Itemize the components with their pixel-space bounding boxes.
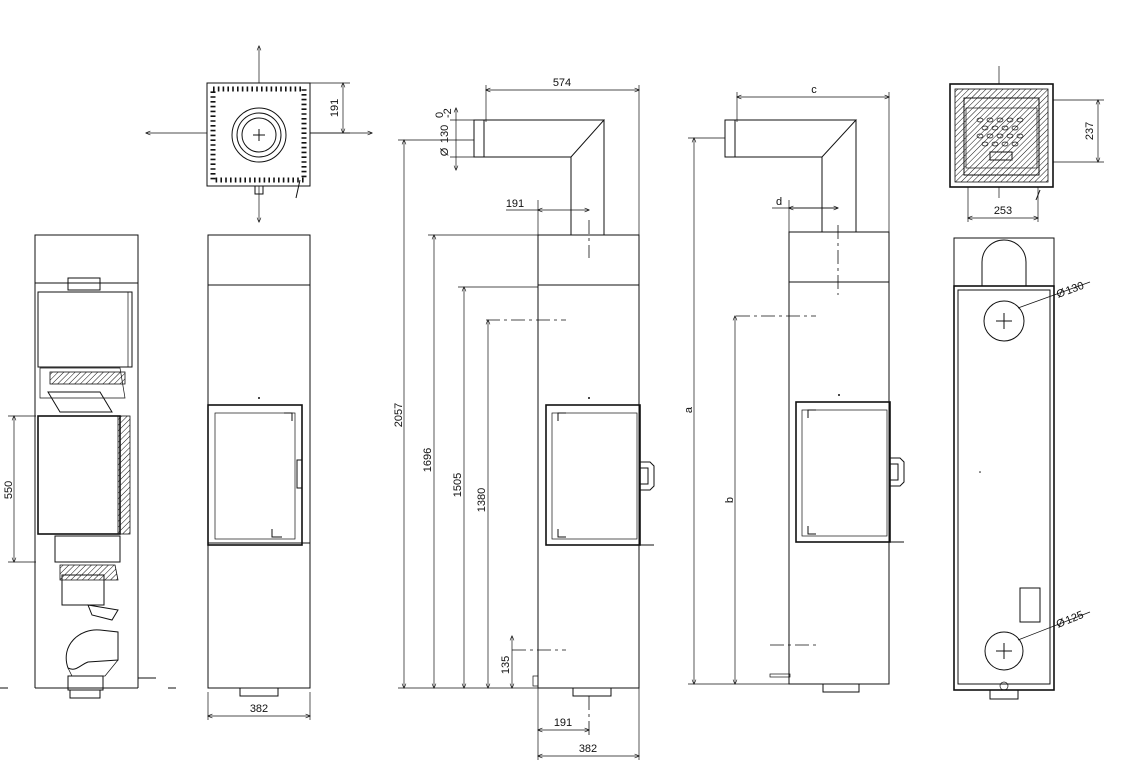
dim-rear-outlet-height: 1505 [452, 473, 464, 497]
dim-door-height: 550 [3, 481, 15, 499]
back-top-view: 237 253 [949, 66, 1104, 222]
dim-base-width: 382 [250, 703, 268, 715]
svg-text:-2: -2 [442, 108, 454, 118]
dim-pipe-axis-height: 1380 [476, 488, 488, 512]
svg-text:130: 130 [439, 125, 451, 143]
var-b: b [724, 497, 736, 503]
dim-air-inlet-height: 135 [500, 656, 512, 674]
svg-text:125: 125 [1064, 609, 1086, 627]
var-d: d [776, 196, 782, 208]
dim-bottom-offset: 191 [554, 717, 572, 729]
label-rear-outlet-diameter: Ø 130 [1055, 280, 1086, 301]
side-view-dimensioned: 574 Ø 130 0 -2 191 2057 1696 1505 1380 1… [393, 77, 655, 760]
rear-outlet-circle [983, 300, 1025, 342]
svg-text:0: 0 [434, 112, 446, 118]
label-air-inlet-diameter: Ø 125 [1055, 609, 1086, 631]
svg-text:Ø: Ø [439, 147, 451, 156]
grate-holes [976, 117, 1024, 147]
side-view-variables: c d a b [683, 84, 905, 693]
svg-text:130: 130 [1064, 280, 1085, 298]
var-a: a [683, 406, 695, 413]
dim-pipe-diameter: Ø 130 0 -2 [434, 108, 454, 156]
dim-back-top-offset: 237 [1084, 122, 1096, 140]
dim-back-width: 253 [994, 205, 1012, 217]
air-inlet-circle [984, 631, 1024, 671]
dim-front-width: 382 [579, 743, 597, 755]
section-view: 550 [0, 234, 176, 699]
dim-top-offset: 191 [329, 99, 341, 117]
top-view: 191 [146, 46, 372, 222]
front-view: 382 [207, 234, 311, 720]
dim-flue-offset: 191 [506, 198, 524, 210]
var-c: c [811, 84, 817, 96]
dim-pipe-total-width: 574 [553, 77, 571, 89]
dim-total-height: 2057 [393, 403, 405, 427]
dim-body-height: 1696 [422, 448, 434, 472]
back-view: Ø 130 Ø 125 [953, 237, 1091, 700]
